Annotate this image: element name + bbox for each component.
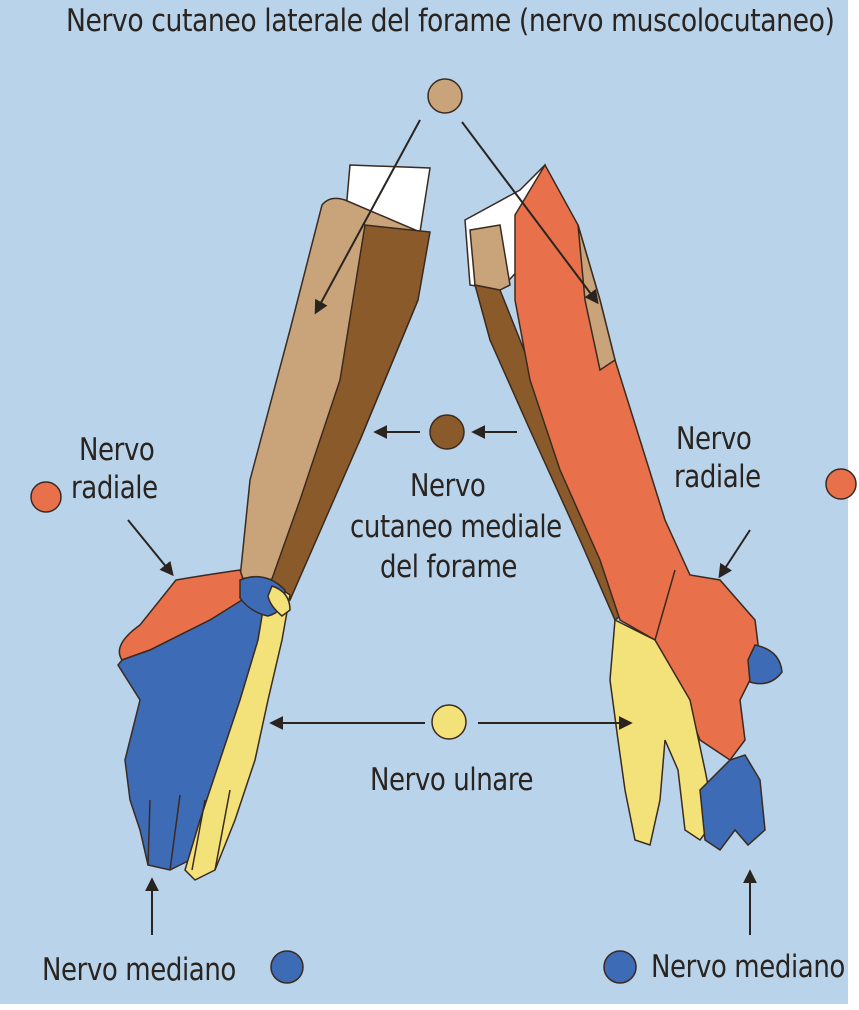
- ulnar-dot: [432, 705, 466, 739]
- diagram-title: Nervo cutaneo laterale del forame (nervo…: [66, 4, 834, 38]
- radial-dot-left: [31, 482, 61, 512]
- medial-cutaneous-label-line2: cutaneo mediale: [350, 510, 562, 544]
- medial-cutaneous-dot: [430, 415, 464, 449]
- ulnar-label: Nervo ulnare: [370, 763, 533, 797]
- radial-right-label-line1: Nervo: [676, 422, 751, 456]
- median-dot-left: [271, 951, 303, 983]
- page-margin-bottom: [0, 1004, 859, 1010]
- radial-right-label-line2: radiale: [674, 460, 761, 494]
- medial-cutaneous-label-line3: del forame: [380, 550, 517, 584]
- medial-cutaneous-label-line1: Nervo: [410, 469, 485, 503]
- radial-left-label-line2: radiale: [71, 471, 158, 505]
- median-dot-right: [604, 951, 636, 983]
- median-left-label: Nervo mediano: [42, 953, 236, 987]
- radial-left-label-line1: Nervo: [79, 433, 154, 467]
- page-margin-right: [848, 0, 859, 1010]
- lateral-cutaneous-dot: [428, 79, 462, 113]
- radial-dot-right: [826, 469, 856, 499]
- median-right-label: Nervo mediano: [651, 950, 845, 984]
